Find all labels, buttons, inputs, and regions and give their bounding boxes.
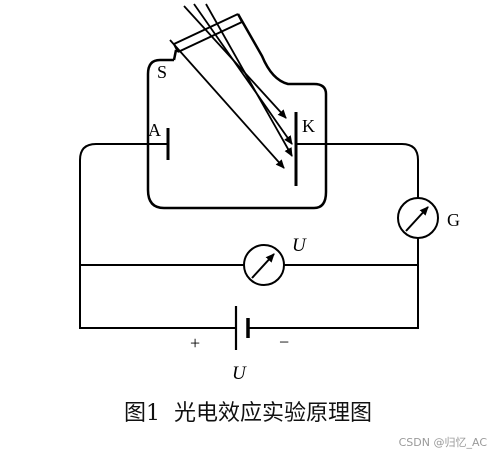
light-rays — [169, 3, 293, 169]
label-minus: − — [279, 332, 289, 352]
light-window — [172, 13, 243, 61]
label-cathode: K — [302, 116, 315, 136]
circuit-wires — [79, 143, 419, 329]
light-ray — [193, 3, 293, 145]
label-voltmeter: U — [292, 235, 307, 256]
label-plus: + — [190, 333, 200, 353]
voltmeter — [243, 244, 285, 286]
label-galvanometer: G — [447, 210, 460, 230]
label-anode: A — [148, 120, 161, 140]
figure-caption: 图1 光电效应实验原理图 — [124, 401, 372, 426]
label-source-voltage: U — [232, 363, 247, 384]
battery — [234, 306, 250, 350]
watermark: CSDN @归忆_AC — [399, 435, 488, 449]
label-slit: S — [157, 62, 167, 82]
galvanometer — [397, 197, 439, 239]
light-ray — [169, 39, 285, 169]
vacuum-tube — [146, 13, 328, 210]
light-ray — [205, 3, 293, 157]
